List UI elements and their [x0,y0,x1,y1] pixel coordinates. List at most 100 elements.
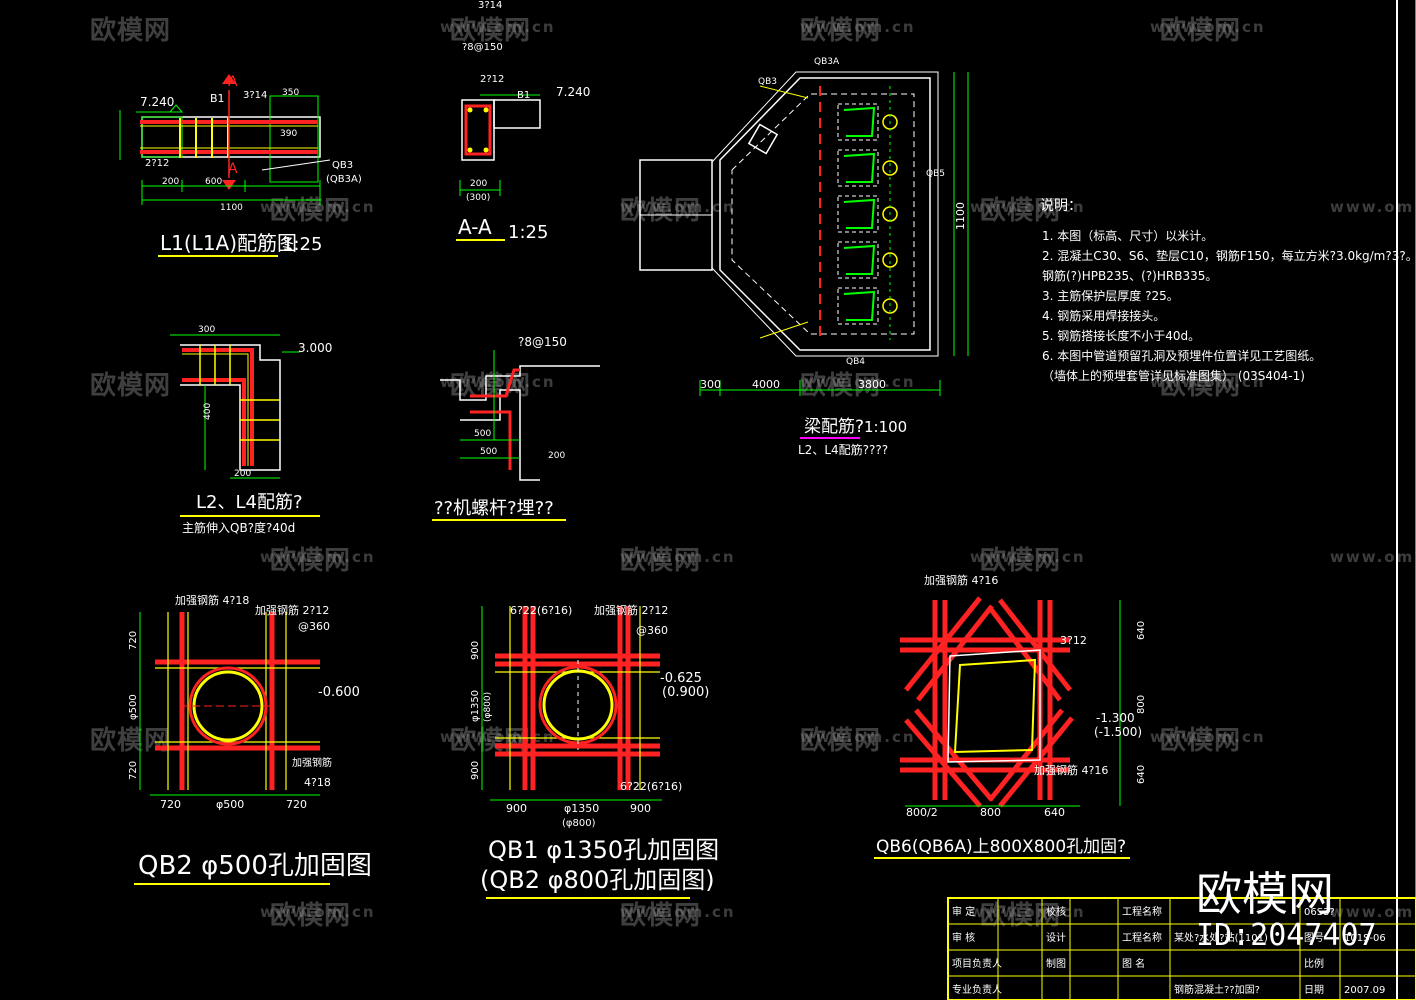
qb2-stirrup: @360 [298,620,330,633]
beam-scale: 1:100 [864,418,907,436]
qb6-dim-6: 640 [1136,765,1147,784]
note-item: 1. 本图（标高、尺寸）以米计。 [1042,228,1213,243]
l1-dim-total: 1100 [220,203,243,213]
title-block-cell: 审 定 [952,905,975,918]
beam-cell [837,287,879,325]
bolt-title: ??机螺杆?埋?? [434,498,554,519]
title-block-cell: 钢筋混凝土??加固? [1174,983,1260,996]
beam-tag-4: QB4 [846,357,865,367]
qb2-dim-4: 720 [128,631,139,650]
title-block-cell: 审 核 [952,931,975,944]
detail-a-a: 3?14 ?8@150 2?12 7.240 B1 200 (300) A-A … [456,0,590,243]
note-item: 钢筋(?)HPB235、(?)HRB335。 [1042,268,1217,283]
qb2-rebar-b: 加强钢筋 2?12 [255,603,329,617]
note-item: 2. 混凝土C30、S6、垫层C10，钢筋F150，每立方米?3.0kg/m?3… [1042,248,1416,263]
detail-l2-l4: 3.000 200 300 400 L2、L4配筋? 主筋伸入QB?度?40d [170,325,332,535]
qb1-dim-7: (φ800) [483,692,493,722]
qb1-rebar-b: 加强钢筋 2?12 [594,603,668,617]
beam-cell [837,195,879,233]
note-item: 6. 本图中管道预留孔洞及预埋件位置详见工艺图纸。 [1042,348,1321,363]
title-block-cell: 工程名称 [1122,905,1162,918]
beam-cell-rebar [843,198,876,229]
l2-dim-c: 400 [203,403,213,420]
qb6-dim-4: 640 [1136,621,1147,640]
brand-badge: 欧模网 [1196,867,1334,921]
title-block-cell: 设计 [1046,931,1066,944]
l1-rebar-top: 3?14 [243,90,267,101]
qb1-dim-1: 900 [506,802,527,815]
qb1-dim-8: 900 [470,761,481,780]
qb1-dim-4: 900 [630,802,651,815]
qb1-dim-2: φ1350 [564,802,599,815]
qb1-dim-3: (φ800) [562,818,596,829]
l1-dim-a: 200 [162,177,179,187]
detail-bolt-embed: ?8@150 500 500 200 ??机螺杆?埋?? [432,335,600,521]
l1-bar-label: B1 [210,92,225,105]
detail-qb2: 加强钢筋 4?18 加强钢筋 2?12 @360 -0.600 加强钢筋 4?1… [128,593,372,885]
l1-scale: 1:25 [282,234,322,255]
aa-dim-b: (300) [466,193,490,203]
image-id: ID:2047407 [1196,918,1377,953]
title-block-cell: 06S3? [1304,907,1335,918]
beam-cell [837,103,879,141]
qb1-dim-6: φ1350 [470,690,481,722]
qb2-dim-5: φ500 [128,694,139,720]
qb1-level2: (0.900) [662,685,709,700]
title-block-cell: 制图 [1046,957,1066,970]
title-block-cell: 某处?水处?站(1101) [1174,931,1268,944]
qb2-dim-3: 720 [286,798,307,811]
bolt-dim-a: 500 [474,429,491,439]
qb1-title-2: (QB2 φ800孔加固图) [480,866,715,894]
detail-qb6: 加强钢筋 4?16 3?12 -1.300 (-1.500) 加强钢筋 4?16… [874,573,1147,859]
l1-level: 7.240 [140,95,174,109]
l2-title: L2、L4配筋? [196,492,303,513]
title-block-cell: 校核 [1046,905,1066,918]
qb2-level: -0.600 [318,685,360,700]
qb6-dim-3: 640 [1044,806,1065,819]
aa-dim-a: 200 [470,179,487,189]
qb6-dim-1: 800/2 [906,806,938,819]
beam-dim-b: 4000 [752,378,780,391]
detail-l1: A A 7.240 B1 3?14 2?12 200 600 1100 350 … [119,74,362,257]
aa-title: A-A [458,215,492,239]
title-block-cell: 101S-06 [1344,933,1386,944]
l1-rebar-bottom: 2?12 [145,158,169,169]
title-block-cell: 项目负责人 [952,957,1002,970]
l2-subtitle: 主筋伸入QB?度?40d [182,520,295,535]
beam-dim-d: 1100 [954,202,967,230]
section-mark-top: A [228,74,238,90]
qb6-level: -1.300 [1096,711,1135,725]
qb1-rebar-bottom: 6?22(6?16) [620,780,682,793]
l2-level: 3.000 [298,341,332,355]
section-mark-bottom: A [228,161,238,177]
beam-tag-1: QB3 [758,77,777,87]
note-item: 5. 钢筋搭接长度不小于40d。 [1042,328,1200,343]
qb6-rebar-b: 3?12 [1060,634,1087,647]
title-block-cell: 2007.09 [1344,985,1385,996]
qb1-dim-5: 900 [470,641,481,660]
beam-subtitle: L2、L4配筋???? [798,442,888,457]
beam-tag-2: QB3A [814,57,840,67]
title-block-cell: 专业负责人 [952,983,1002,996]
bolt-dim-c: 200 [548,451,565,461]
beam-cell-rebar [843,152,876,183]
detail-qb1: 6?22(6?16) 加强钢筋 2?12 @360 -0.625 (0.900)… [470,603,719,899]
qb2-dim-2: φ500 [216,798,244,811]
qb2-rebar-a: 加强钢筋 4?18 [175,593,249,607]
drawing-frame [1396,0,1416,1000]
qb2-dim-1: 720 [160,798,181,811]
title-block-cell: 比例 [1304,957,1324,970]
aa-rebar-top: 3?14 [478,0,502,11]
l1-dim-c: 350 [282,88,299,98]
bolt-dim-b: 500 [480,447,497,457]
aa-level: 7.240 [556,85,590,99]
qb2-rebar-c: 加强钢筋 [292,756,332,769]
note-item: 4. 钢筋采用焊接接头。 [1042,308,1165,323]
detail-beam-plan: QB3 QB3A QB5 QB4 300 4000 3800 1100 梁配筋?… [639,57,969,457]
beam-cell [837,149,879,187]
beam-embed-circle [882,160,898,176]
title-block-cell: 图号 [1304,932,1324,944]
qb1-title-1: QB1 φ1350孔加固图 [488,836,719,864]
